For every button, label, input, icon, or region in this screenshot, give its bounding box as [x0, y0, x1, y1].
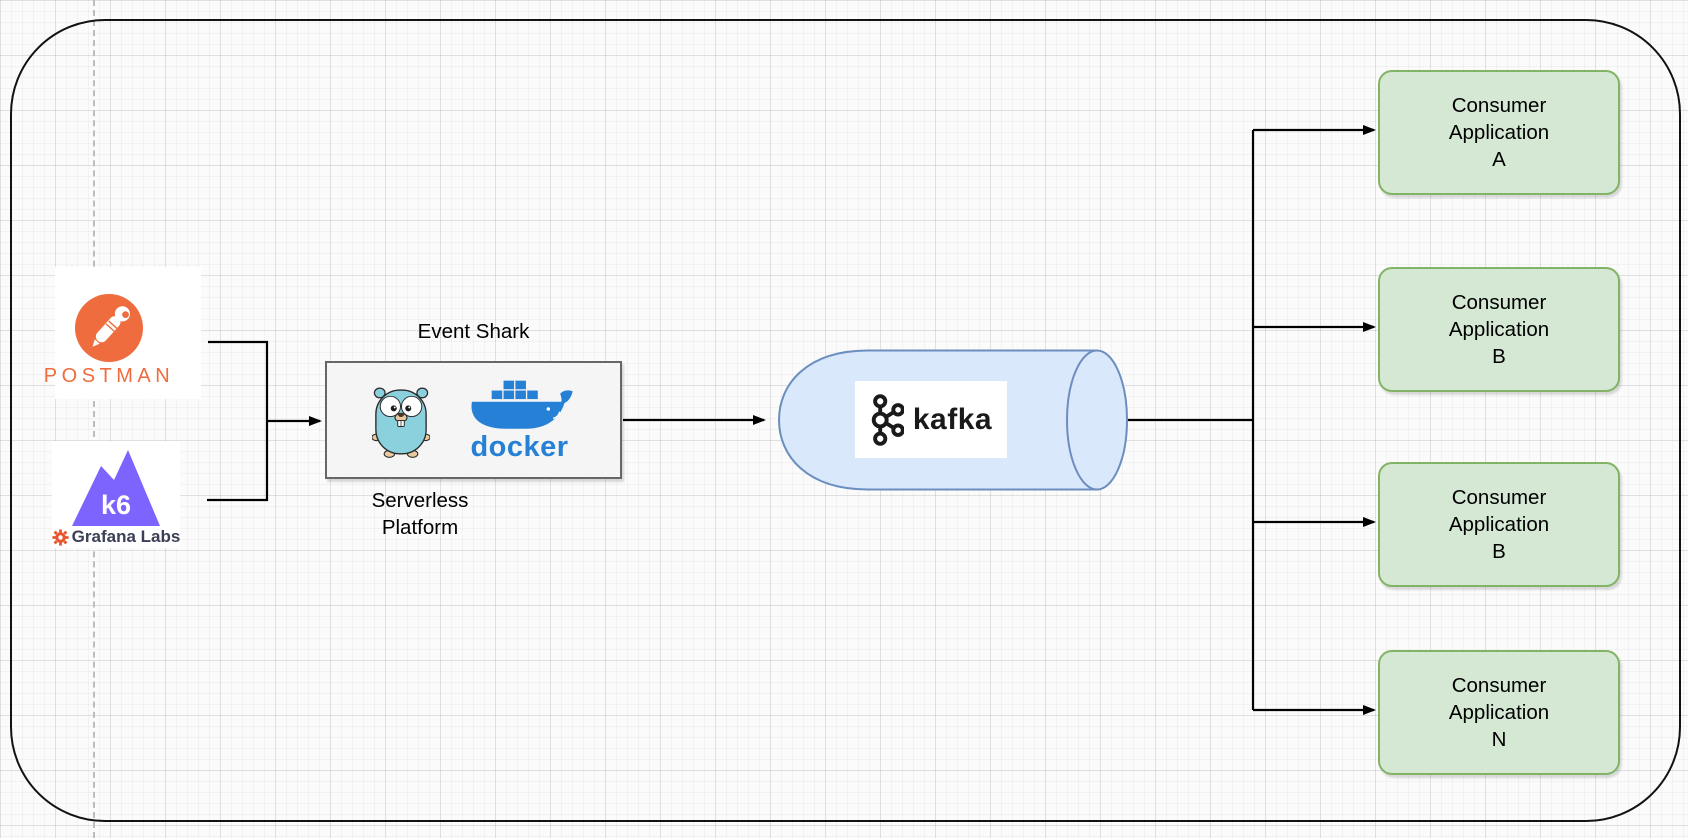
kafka-wordmark: kafka [912, 402, 993, 436]
postman-astronaut-icon [75, 294, 143, 362]
consumer-line-2: Application [1448, 513, 1550, 536]
kafka-logo-icon [871, 393, 904, 446]
grafana-labs-lockup: Grafana Labs [52, 527, 181, 547]
consumer-line-3: N [1491, 728, 1507, 751]
postman-lockup: POSTMAN [44, 267, 170, 399]
postman-producer[interactable]: POSTMAN [44, 267, 201, 399]
system-boundary[interactable] [10, 19, 1681, 822]
k6-producer[interactable]: k6 Grafana Labs [52, 441, 180, 548]
docker-whale-icon [471, 380, 573, 429]
consumer-line-1: Consumer [1451, 486, 1547, 509]
consumer-application-a[interactable]: Consumer Application A [1378, 70, 1620, 195]
caption-line-2: Platform [381, 516, 459, 539]
consumer-line-3: B [1492, 345, 1506, 368]
consumer-application-b[interactable]: Consumer Application B [1378, 267, 1620, 392]
caption-line-1: Serverless [371, 489, 469, 512]
serverless-platform-caption: Serverless Platform [270, 487, 570, 541]
event-shark-title: Event Shark [417, 320, 530, 343]
consumer-line-1: Consumer [1451, 291, 1547, 314]
k6-mountain-icon: k6 [72, 450, 160, 526]
go-gopher-icon [371, 387, 430, 458]
event-shark-box[interactable]: docker [325, 361, 622, 479]
grafana-gear-icon [52, 528, 69, 546]
consumer-line-3: B [1492, 540, 1506, 563]
postman-wordmark: POSTMAN [43, 365, 175, 387]
k6-wordmark: k6 [101, 490, 131, 520]
consumer-line-1: Consumer [1451, 94, 1547, 117]
consumer-application-n[interactable]: Consumer Application N [1378, 650, 1620, 775]
consumer-line-2: Application [1448, 318, 1550, 341]
consumer-line-2: Application [1448, 701, 1550, 724]
consumer-line-3: A [1492, 148, 1506, 171]
consumer-application-b2[interactable]: Consumer Application B [1378, 462, 1620, 587]
kafka-label-card: kafka [855, 381, 1007, 458]
consumer-line-2: Application [1448, 121, 1550, 144]
docker-lockup: docker [464, 380, 576, 463]
docker-wordmark: docker [470, 431, 569, 463]
grafana-labs-label: Grafana Labs [71, 527, 181, 546]
consumer-line-1: Consumer [1451, 674, 1547, 697]
page-break-line [93, 0, 95, 838]
